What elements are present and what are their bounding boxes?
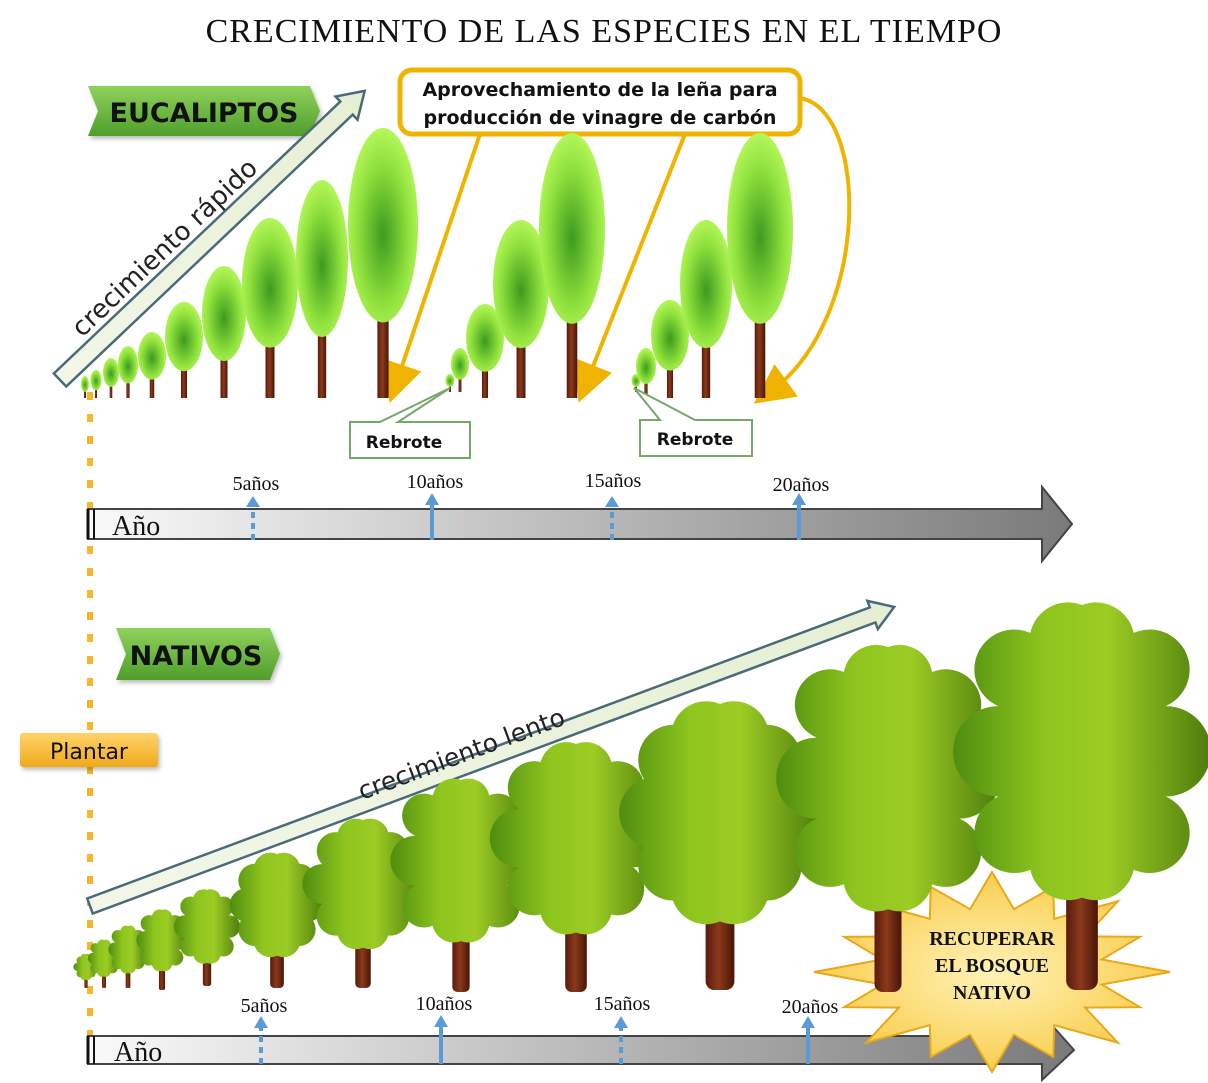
regrowth-label-2: Rebrote: [657, 430, 734, 450]
native-tree: [776, 644, 1000, 992]
native-label-badge: [116, 628, 280, 680]
native-tree: [489, 742, 663, 992]
native-tree: [173, 889, 241, 986]
fast-growth-arrow: [52, 89, 367, 389]
burst-line-1: RECUPERAR: [929, 928, 1055, 950]
plant-label-box: [20, 733, 158, 767]
native-tick-5-label: 5años: [241, 995, 288, 1017]
burst-line-2: EL BOSQUE: [935, 955, 1049, 977]
eucalyptus-tick-10-label: 10años: [407, 471, 464, 493]
eucalyptus-tick-20-label: 20años: [773, 474, 830, 496]
eucalyptus-label: EUCALIPTOS: [110, 98, 299, 129]
eucalyptus-tree: [636, 348, 656, 398]
burst-line-3: NATIVO: [953, 982, 1031, 1004]
eucalyptus-trees: [81, 128, 793, 398]
native-tick-10: [434, 1015, 448, 1064]
diagram-title: CRECIMIENTO DE LAS ESPECIES EN EL TIEMPO: [206, 13, 1003, 50]
eucalyptus-tree: [138, 332, 166, 398]
native-tick-5: [254, 1016, 268, 1064]
native-trees: [73, 701, 821, 992]
eucalyptus-tree: [466, 304, 504, 398]
eucalyptus-tree: [445, 374, 455, 392]
regrowth-callout-1: Rebrote: [349, 387, 471, 459]
native-trees-front: [776, 602, 1208, 992]
eucalyptus-tree: [451, 348, 469, 392]
eucalyptus-tree: [103, 358, 119, 398]
eucalyptus-tree: [242, 217, 298, 398]
eucalyptus-tick-15: [605, 496, 619, 540]
eucalyptus-tick-5: [246, 496, 260, 540]
callout-line-2: producción de vinagre de carbón: [424, 107, 777, 129]
native-tick-15: [614, 1016, 628, 1064]
native-tick-10-label: 10años: [416, 993, 473, 1015]
native-tree: [229, 852, 325, 988]
native-tick-15-label: 15años: [594, 993, 651, 1015]
plant-label: Plantar: [50, 740, 129, 765]
slow-growth-arrow: [85, 599, 897, 916]
eucalyptus-tree: [539, 133, 605, 398]
eucalyptus-tree: [296, 180, 348, 398]
eucalyptus-tick-20: [792, 493, 806, 540]
eucalyptus-tree: [680, 219, 732, 398]
callout-line-1: Aprovechamiento de la leña para: [422, 79, 777, 101]
native-tick-20-label: 20años: [782, 996, 839, 1018]
eucalyptus-tree: [348, 128, 418, 398]
native-tree: [619, 701, 821, 990]
eucalyptus-axis-label: Año: [112, 511, 160, 542]
eucalyptus-tick-10: [425, 493, 439, 540]
eucalyptus-tree: [165, 302, 203, 398]
eucalyptus-tree: [118, 346, 138, 398]
regrowth-label-1: Rebrote: [366, 433, 443, 453]
eucalyptus-tree: [81, 376, 89, 398]
eucalyptus-tree: [651, 300, 689, 398]
eucalyptus-tree: [727, 133, 793, 398]
eucalyptus-label-badge: [88, 86, 320, 136]
eucalyptus-tree: [90, 370, 102, 398]
native-tree: [953, 602, 1208, 990]
eucalyptus-time-axis: [86, 484, 1074, 564]
firewood-callout: Aprovechamiento de la leña para producci…: [397, 67, 803, 137]
eucalyptus-tick-5-label: 5años: [233, 473, 280, 495]
native-tick-20: [801, 1016, 815, 1064]
regrowth-callout-2: Rebrote: [633, 387, 753, 457]
eucalyptus-tree: [202, 266, 246, 398]
native-tree: [390, 778, 532, 992]
native-label: NATIVOS: [130, 641, 263, 672]
native-axis-label: Año: [114, 1037, 162, 1068]
eucalyptus-tree: [493, 219, 549, 398]
eucalyptus-tick-15-label: 15años: [585, 470, 642, 492]
callout-arrows: [383, 96, 852, 404]
